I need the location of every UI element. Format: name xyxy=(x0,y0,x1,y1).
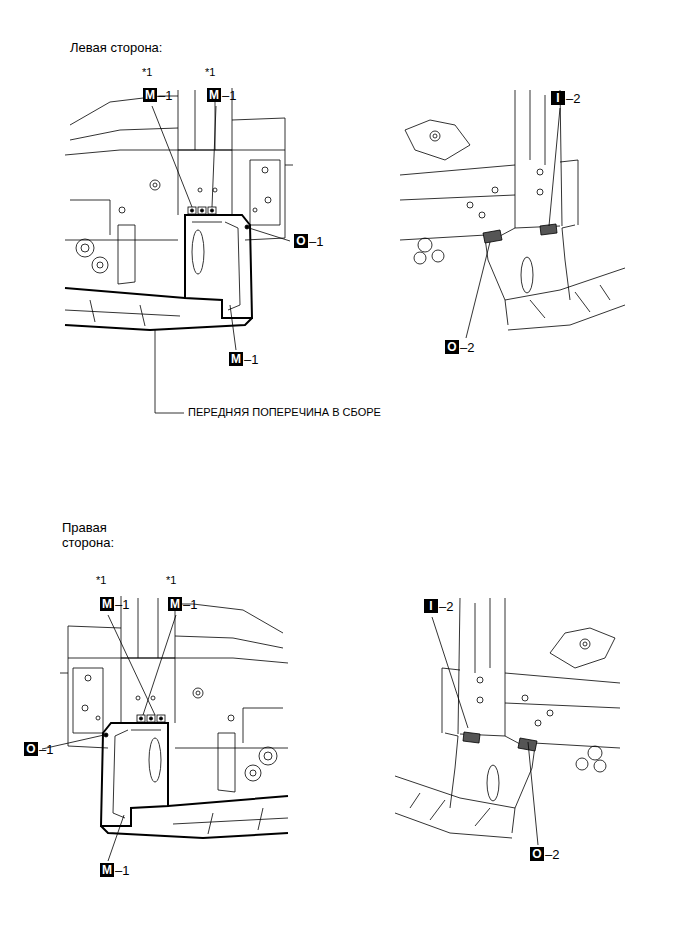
right-rear-view xyxy=(395,598,620,838)
weld-symbol: I xyxy=(551,91,565,105)
left-rear-view xyxy=(400,90,625,330)
line-art xyxy=(143,615,176,715)
callout-label: –1 xyxy=(309,234,323,249)
line-art xyxy=(549,108,560,226)
weld-symbol: O xyxy=(24,742,38,756)
side-heading: Левая сторона: xyxy=(70,40,162,55)
leader-lines xyxy=(42,106,560,861)
callout-label: –2 xyxy=(545,847,559,862)
callout-label: –1 xyxy=(39,742,53,757)
line-art xyxy=(212,106,216,207)
callout-label: –1 xyxy=(115,597,129,612)
line-art xyxy=(230,305,236,350)
callout-label: *1 xyxy=(96,574,106,587)
line-art xyxy=(466,242,490,338)
line-art xyxy=(432,617,468,728)
callout-label: –1 xyxy=(158,88,172,103)
callout-label: –2 xyxy=(439,599,453,614)
weld-symbol: M xyxy=(143,88,157,102)
callout-label: –1 xyxy=(183,597,197,612)
callout-label: –1 xyxy=(244,352,258,367)
callout-label: *1 xyxy=(166,574,176,587)
left-front-view xyxy=(65,88,293,330)
callout-label: –1 xyxy=(115,863,129,878)
weld-symbol: M xyxy=(100,597,114,611)
line-art xyxy=(108,815,124,861)
callout-label: ПЕРЕДНЯЯ ПОПЕРЕЧИНА В СБОРЕ xyxy=(188,406,381,419)
line-art xyxy=(152,106,192,207)
callout-label: –1 xyxy=(222,88,236,103)
callout-label: *1 xyxy=(142,66,152,79)
callout-label: –2 xyxy=(566,91,580,106)
weld-symbol: M xyxy=(168,597,182,611)
line-art xyxy=(528,742,538,845)
weld-symbol: M xyxy=(100,863,114,877)
side-heading: Правая сторона: xyxy=(62,520,124,550)
weld-symbol: I xyxy=(424,599,438,613)
weld-symbol: O xyxy=(294,234,308,248)
callout-label: –2 xyxy=(460,340,474,355)
line-art xyxy=(249,228,290,241)
line-art xyxy=(155,330,184,413)
weld-symbol: M xyxy=(229,352,243,366)
right-front-view xyxy=(60,596,288,838)
weld-symbol: M xyxy=(207,88,221,102)
weld-symbol: O xyxy=(445,340,459,354)
weld-symbol: O xyxy=(530,847,544,861)
callout-label: *1 xyxy=(205,66,215,79)
